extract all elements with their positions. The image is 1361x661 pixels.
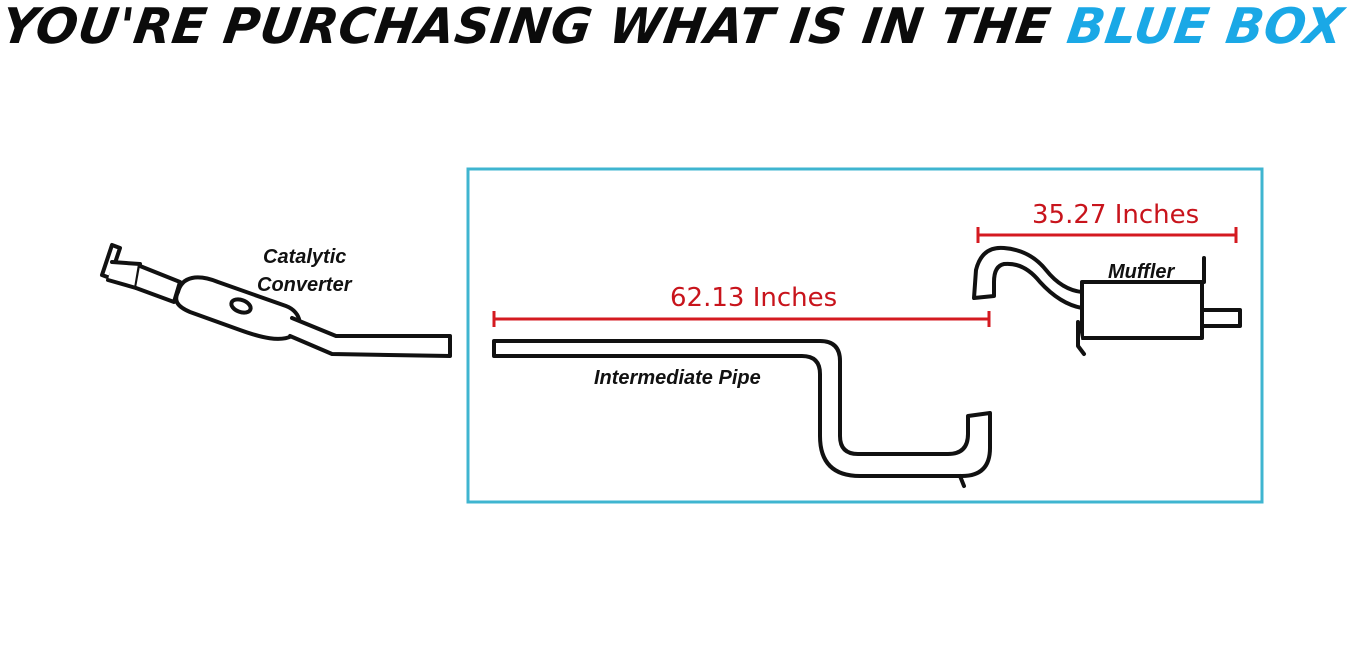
intermediate-pipe-dimension-line	[492, 311, 991, 327]
muffler-label: Muffler	[1108, 261, 1176, 283]
converter-sensor-port	[229, 297, 253, 315]
intermediate-pipe-outer	[492, 339, 992, 478]
catalytic-converter-label-line1: Catalytic	[263, 246, 346, 268]
intermediate-pipe-hanger	[958, 474, 966, 488]
catalytic-converter-label-line2: Converter	[257, 274, 353, 296]
intermediate-pipe-dimension-text: 62.13 Inches	[670, 283, 837, 313]
intermediate-pipe-label: Intermediate Pipe	[594, 367, 761, 389]
blue-box	[466, 167, 1264, 504]
converter-outlet-pipe	[288, 316, 452, 358]
muffler-tailpipe	[1200, 308, 1242, 328]
intermediate-pipe-drawing	[492, 339, 992, 488]
converter-neck	[134, 264, 182, 304]
converter-inlet-pipe	[106, 260, 142, 290]
catalytic-converter-drawing	[100, 243, 452, 358]
muffler-hanger-front	[1076, 320, 1086, 356]
muffler-dimension-line	[976, 227, 1238, 243]
muffler-drawing	[972, 245, 1242, 356]
muffler-dimension-text: 35.27 Inches	[1032, 200, 1199, 230]
muffler-body	[1080, 280, 1204, 340]
muffler-inlet-bend	[972, 245, 1084, 310]
